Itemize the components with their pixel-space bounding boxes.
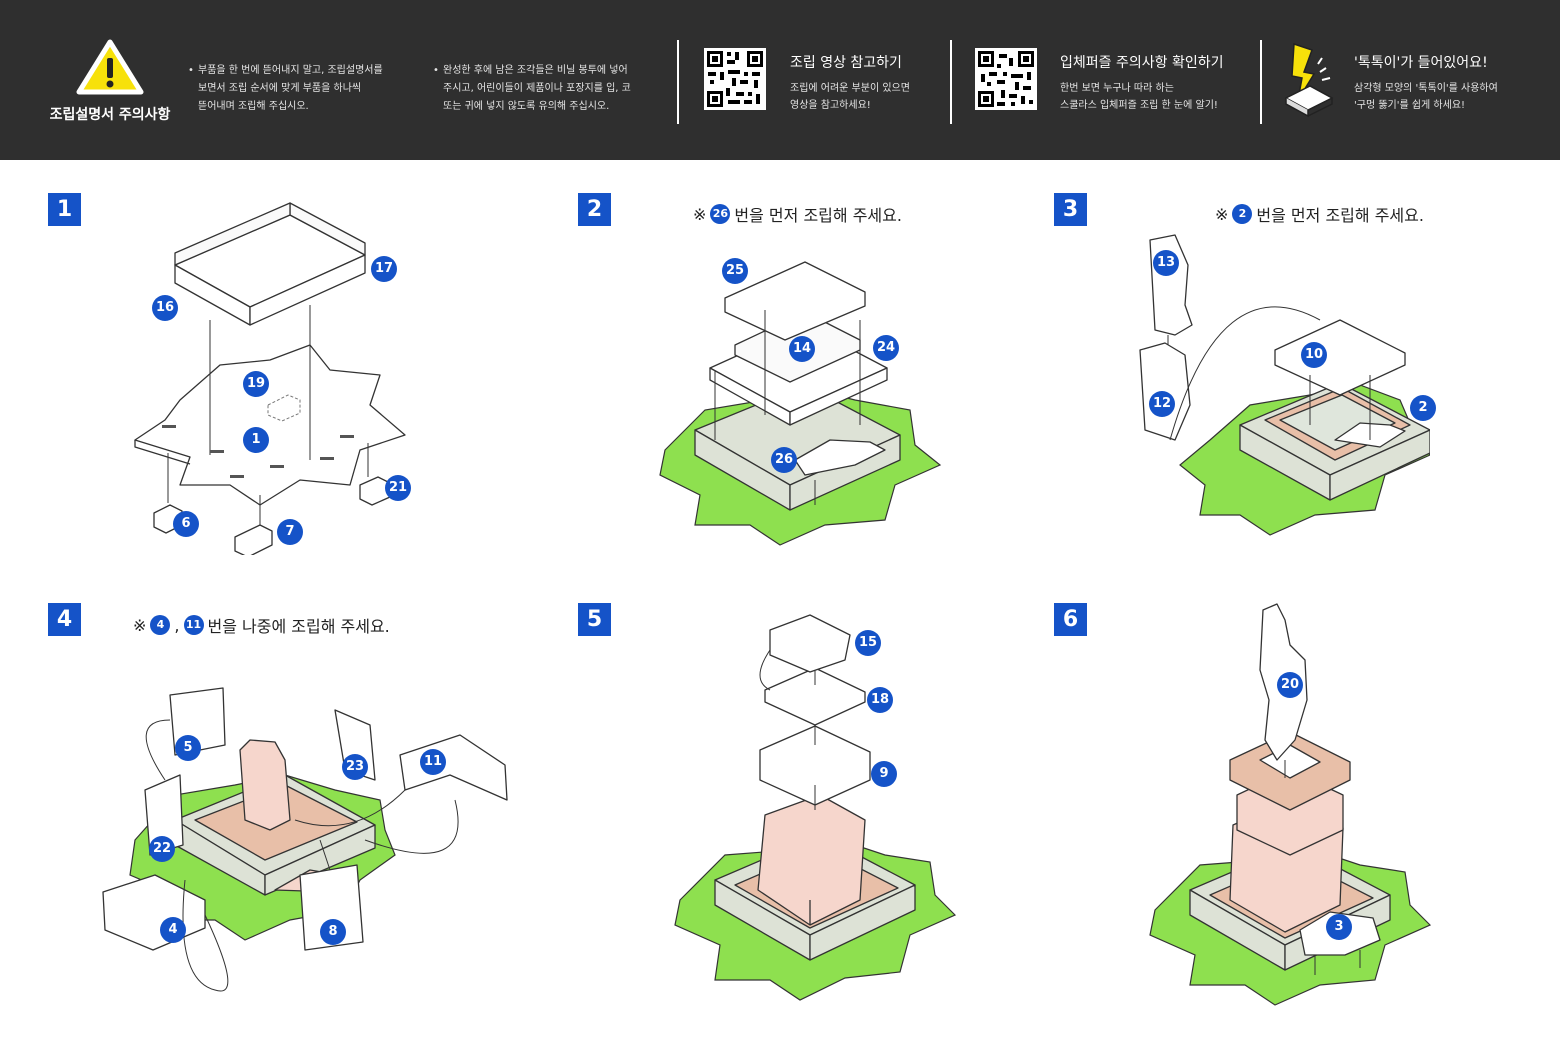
- bullet-line: 또는 귀에 넣지 않도록 유의해 주십시오.: [443, 101, 610, 112]
- part-label-21: 21: [385, 475, 411, 501]
- puzzle-text: 한번 보면 누구나 따라 하는 스쿨라스 입체퍼즐 조립 한 눈에 알기!: [1060, 80, 1218, 114]
- step-4-note: ※ 4 , 11 번을 나중에 조립해 주세요.: [133, 613, 390, 637]
- part-label-10: 10: [1301, 342, 1327, 368]
- part-label-25: 25: [722, 258, 748, 284]
- step-number-1: 1: [48, 193, 81, 226]
- part-label-24: 24: [873, 335, 899, 361]
- bullet-line: 부품을 한 번에 뜯어내지 말고, 조립설명서를: [198, 65, 383, 76]
- part-label-20: 20: [1277, 672, 1303, 698]
- divider: [1260, 40, 1262, 124]
- tool-title: '톡톡이'가 들어있어요!: [1354, 55, 1488, 71]
- tool-text: 삼각형 모양의 '톡톡이'를 사용하여 '구멍 뚫기'를 쉽게 하세요!: [1354, 80, 1498, 114]
- bullet-line: 주시고, 어린이들이 제품이나 포장지를 입, 코: [443, 83, 631, 94]
- step-5-illustration: [674, 614, 957, 1001]
- part-label-18: 18: [867, 687, 893, 713]
- part-label-9: 9: [871, 761, 897, 787]
- part-label-3: 3: [1326, 914, 1352, 940]
- step-number-5: 5: [578, 603, 611, 636]
- part-label-13: 13: [1153, 250, 1179, 276]
- step-number-3: 3: [1054, 193, 1087, 226]
- bullet-line: 완성한 후에 남은 조각들은 비닐 봉투에 넣어: [443, 65, 628, 76]
- part-label-8: 8: [320, 919, 346, 945]
- video-qr-code-icon[interactable]: [704, 48, 766, 110]
- part-label-16: 16: [152, 295, 178, 321]
- divider: [950, 40, 952, 124]
- part-label-7: 7: [277, 519, 303, 545]
- part-label-17: 17: [371, 256, 397, 282]
- tool-line: 삼각형 모양의 '톡톡이'를 사용하여: [1354, 83, 1498, 94]
- divider: [677, 40, 679, 124]
- part-label-26: 26: [771, 447, 797, 473]
- video-line: 영상을 참고하세요!: [790, 100, 871, 111]
- note-prefix: ※: [693, 204, 707, 224]
- note-text: 번을 나중에 조립해 주세요.: [207, 617, 390, 636]
- step-1-illustration: [134, 202, 406, 555]
- header-bar: 조립설명서 주의사항 • 부품을 한 번에 뜯어내지 말고, 조립설명서를 보면…: [0, 0, 1560, 160]
- video-line: 조립에 어려운 부분이 있으면: [790, 83, 910, 94]
- step-4-illustration: [102, 687, 508, 992]
- step-2-note: ※ 26 번을 먼저 조립해 주세요.: [693, 202, 902, 226]
- warning-title: 조립설명서 주의사항: [49, 107, 171, 123]
- puzzle-line: 스쿨라스 입체퍼즐 조립 한 눈에 알기!: [1060, 100, 1218, 111]
- part-label-1: 1: [243, 427, 269, 453]
- part-label-14: 14: [789, 336, 815, 362]
- puzzle-line: 한번 보면 누구나 따라 하는: [1060, 83, 1174, 94]
- part-label-11: 11: [420, 749, 446, 775]
- part-label-2: 2: [1410, 395, 1436, 421]
- note-part-ref: 26: [710, 204, 731, 224]
- warning-bullet-2: • 완성한 후에 남은 조각들은 비닐 봉투에 넣어 주시고, 어린이들이 제품…: [433, 62, 658, 116]
- note-text: 번을 먼저 조립해 주세요.: [1256, 206, 1424, 225]
- video-text: 조립에 어려운 부분이 있으면 영상을 참고하세요!: [790, 80, 910, 114]
- video-title: 조립 영상 참고하기: [790, 55, 902, 71]
- puzzle-title: 입체퍼즐 주의사항 확인하기: [1060, 55, 1224, 71]
- part-label-4: 4: [160, 917, 186, 943]
- step-number-2: 2: [578, 193, 611, 226]
- part-label-19: 19: [243, 371, 269, 397]
- step-6-illustration: [1149, 603, 1432, 1006]
- bullet-line: 보면서 조립 순서에 맞게 부품을 하나씩: [198, 83, 362, 94]
- part-label-12: 12: [1149, 391, 1175, 417]
- note-part-ref: 4: [150, 615, 171, 635]
- note-prefix: ※: [133, 615, 147, 635]
- step-number-6: 6: [1054, 603, 1087, 636]
- warning-triangle-icon: [76, 39, 144, 95]
- step-number-4: 4: [48, 603, 81, 636]
- note-text: 번을 먼저 조립해 주세요.: [734, 206, 902, 225]
- step-3-illustration: [1139, 234, 1430, 536]
- part-label-6: 6: [173, 511, 199, 537]
- part-label-22: 22: [149, 836, 175, 862]
- warning-block: 조립설명서 주의사항: [30, 38, 190, 124]
- warning-bullet-1: • 부품을 한 번에 뜯어내지 말고, 조립설명서를 보면서 조립 순서에 맞게…: [188, 62, 410, 116]
- lightning-punch-tool-icon: [1284, 42, 1334, 118]
- part-label-15: 15: [855, 630, 881, 656]
- part-label-5: 5: [175, 735, 201, 761]
- part-label-23: 23: [342, 754, 368, 780]
- step-2-illustration: [659, 261, 942, 546]
- note-part-ref: 11: [183, 615, 204, 635]
- bullet-line: 뜯어내며 조립해 주십시오.: [198, 101, 309, 112]
- puzzle-qr-code-icon[interactable]: [975, 48, 1037, 110]
- step-3-note: ※ 2 번을 먼저 조립해 주세요.: [1215, 202, 1424, 226]
- note-prefix: ※: [1215, 204, 1229, 224]
- tool-line: '구멍 뚫기'를 쉽게 하세요!: [1354, 100, 1466, 111]
- note-part-ref: 2: [1232, 204, 1253, 224]
